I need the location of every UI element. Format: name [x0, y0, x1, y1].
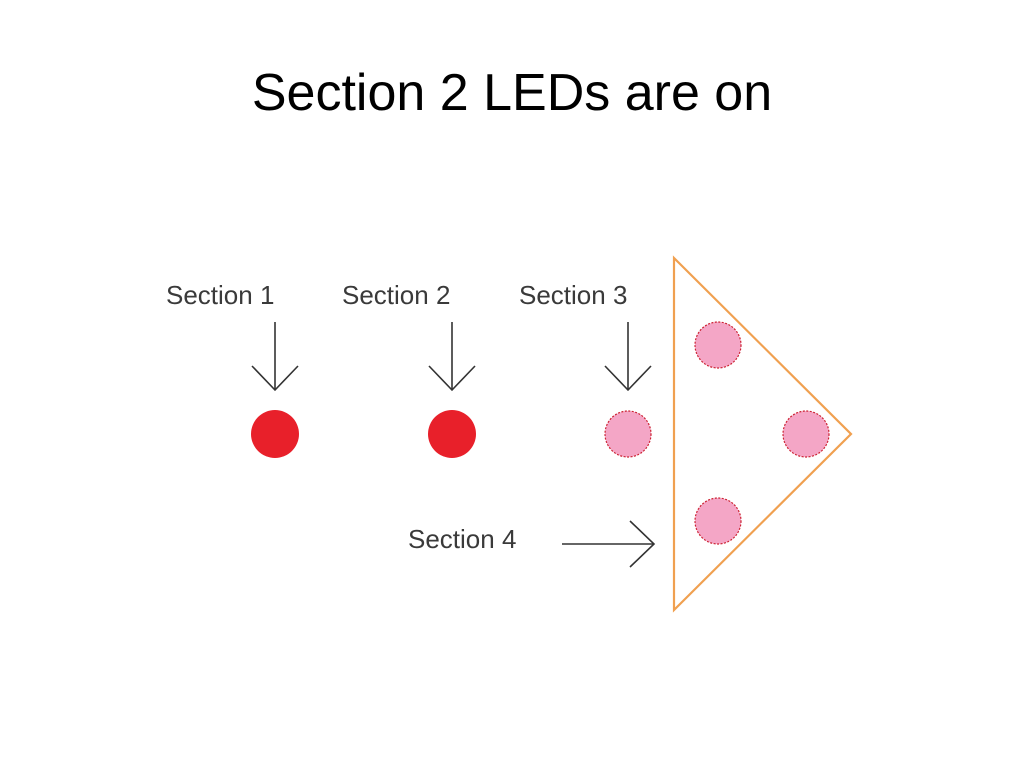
- arrow-section-2: [428, 322, 476, 392]
- triangle-outline: [672, 255, 853, 613]
- led-section-4-top: [694, 321, 742, 369]
- led-section-2: [428, 410, 476, 458]
- led-section-4-right: [782, 410, 830, 458]
- label-section-3: Section 3: [519, 280, 627, 310]
- arrow-section-3: [604, 322, 652, 392]
- label-section-2: Section 2: [342, 280, 450, 310]
- label-section-4: Section 4: [408, 524, 516, 554]
- arrow-section-1: [251, 322, 299, 392]
- slide-title: Section 2 LEDs are on: [251, 64, 773, 122]
- led-section-3: [604, 410, 652, 458]
- label-section-1: Section 1: [166, 280, 274, 310]
- arrow-section-4: [562, 520, 656, 568]
- led-section-4-bottom: [694, 497, 742, 545]
- led-section-1: [251, 410, 299, 458]
